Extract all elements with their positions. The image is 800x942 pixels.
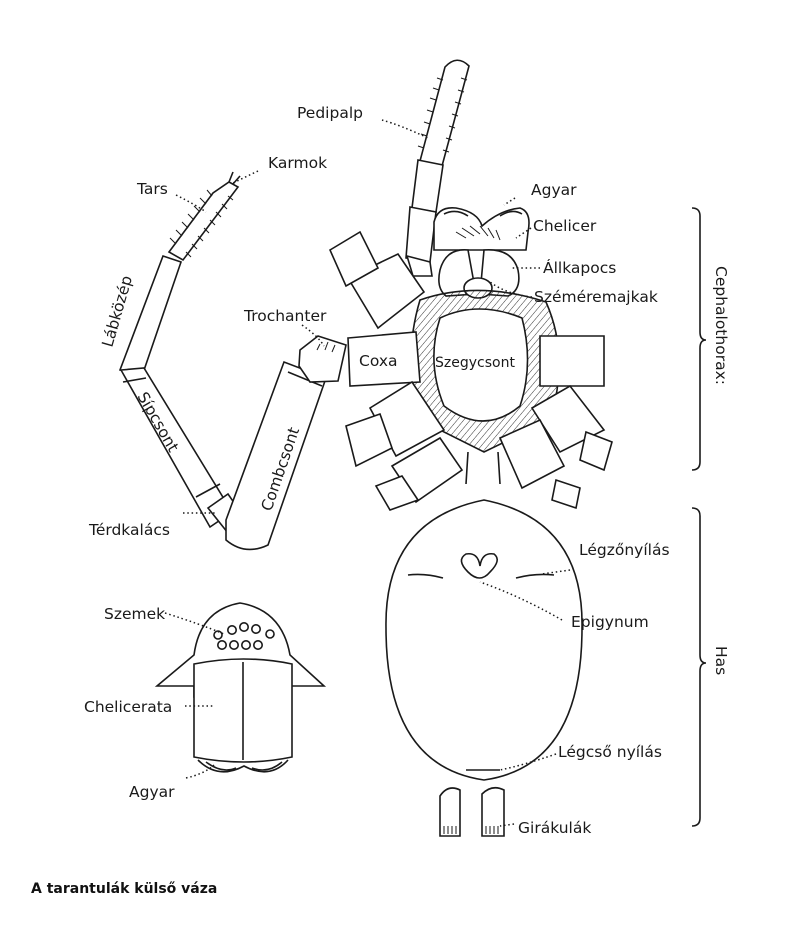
abdomen-outline — [385, 499, 583, 781]
label-pedipalp: Pedipalp — [297, 104, 363, 122]
label-szegycsont: Szegycsont — [435, 355, 515, 371]
coxae-right — [498, 335, 613, 510]
leg-metatarsus — [118, 254, 183, 377]
leg-femur — [225, 360, 328, 551]
label-agyar-top: Agyar — [531, 181, 577, 199]
sternum-plate — [433, 308, 529, 422]
coxae-left — [328, 230, 464, 511]
head-drawing — [154, 602, 327, 773]
label-girakulak: Girákulák — [518, 819, 591, 837]
label-coxa: Coxa — [359, 352, 398, 370]
label-szemek: Szemek — [104, 605, 165, 623]
figure-caption: A tarantulák külső váza — [31, 881, 218, 897]
label-labkozep: Lábközép — [99, 274, 137, 350]
label-epigynum: Epigynum — [571, 613, 649, 631]
leg-tarsus — [167, 171, 241, 262]
label-tars: Tars — [136, 180, 168, 198]
label-cephalothorax: Cephalothorax: — [712, 266, 730, 385]
label-has: Has — [712, 646, 730, 675]
body-drawing — [328, 59, 613, 837]
label-allkapocs: Állkapocs — [543, 258, 616, 277]
label-trochanter: Trochanter — [243, 307, 327, 325]
leg-drawing — [118, 171, 347, 551]
label-agyar-head: Agyar — [129, 783, 175, 801]
label-chelicer: Chelicer — [533, 217, 597, 235]
eyes-group — [213, 621, 275, 650]
spinnerets-drawing — [439, 786, 505, 837]
chelicerae-drawing — [433, 206, 530, 299]
pedipalp-drawing — [405, 59, 470, 277]
label-legcso-nyilas: Légcső nyílás — [558, 743, 662, 761]
label-terdkalacs: Térdkalács — [88, 521, 170, 539]
label-legzonyilas: Légzőnyílás — [579, 541, 670, 559]
label-karmok: Karmok — [268, 154, 327, 172]
label-chelicerata: Chelicerata — [84, 698, 172, 716]
epigynum-shape — [460, 552, 498, 579]
label-szemeremajkak: Széméremajkak — [534, 288, 658, 306]
region-braces — [691, 207, 707, 827]
leader-lines — [164, 119, 571, 827]
